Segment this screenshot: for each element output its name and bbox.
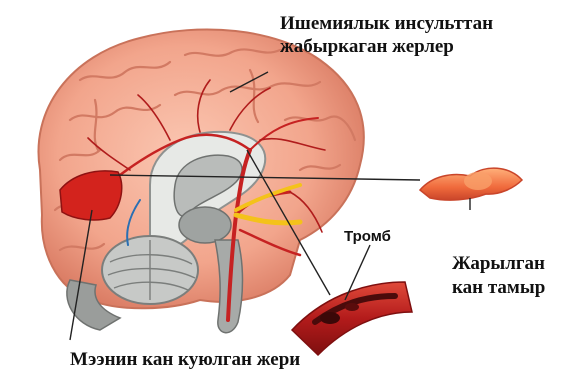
thrombus-vessel bbox=[292, 282, 412, 355]
rupture-label-line2: кан тамыр bbox=[452, 276, 545, 300]
ischemic-label-line2: жабыркаган жерлер bbox=[280, 35, 493, 58]
ischemic-stroke-label: Ишемиялык инсульттан жабыркаган жерлер bbox=[280, 12, 493, 58]
rupture-label-line1: Жарылган bbox=[452, 252, 545, 276]
thrombus-label: Тромб bbox=[344, 228, 391, 245]
ruptured-vessel bbox=[420, 168, 522, 200]
hemorrhage-label: Мээнин кан куюлган жери bbox=[70, 348, 300, 371]
ruptured-vessel-label: Жарылган кан тамыр bbox=[452, 252, 545, 300]
ischemic-label-line1: Ишемиялык инсульттан bbox=[280, 12, 493, 35]
